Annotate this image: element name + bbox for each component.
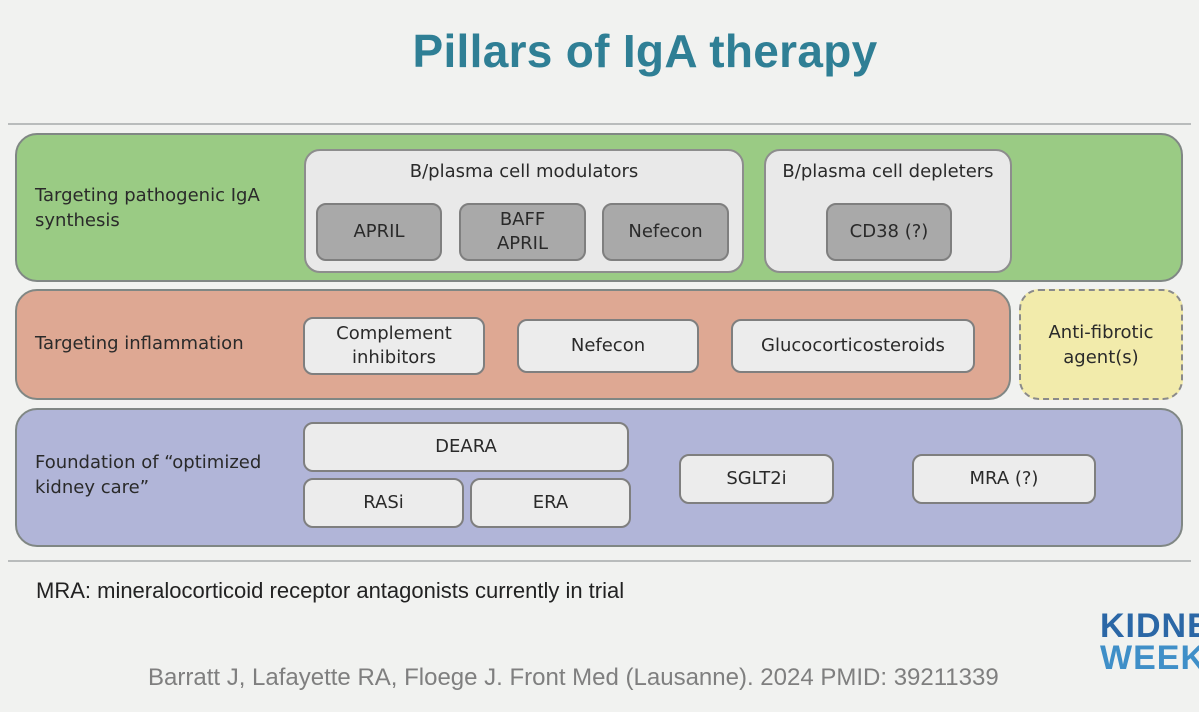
cd38-pill: CD38 (?) (826, 203, 952, 261)
modulators-group: B/plasma cell modulators APRIL BAFF APRI… (304, 149, 744, 273)
top-divider (8, 123, 1191, 125)
bottom-divider (8, 560, 1191, 562)
nefecon-inflammation-pill: Nefecon (517, 319, 699, 373)
synthesis-band: Targeting pathogenic IgA synthesis B/pla… (15, 133, 1183, 282)
nefecon-synthesis-pill: Nefecon (602, 203, 729, 261)
slide-title: Pillars of IgA therapy (412, 25, 878, 77)
foundation-label: Foundation of “optimized kidney care” (35, 452, 262, 498)
rasi-pill: RASi (303, 478, 464, 528)
logo-line1: KIDNE (1100, 607, 1199, 645)
deara-pill: DEARA (303, 422, 629, 472)
citation: Barratt J, Lafayette RA, Floege J. Front… (148, 664, 999, 691)
mra-pill: MRA (?) (912, 454, 1096, 504)
depleters-title: B/plasma cell depleters (782, 161, 994, 182)
inflammation-band: Targeting inflammation Complement inhibi… (15, 289, 1011, 400)
synthesis-label: Targeting pathogenic IgA synthesis (35, 185, 260, 231)
april-pill: APRIL (316, 203, 442, 261)
sglt2i-pill: SGLT2i (679, 454, 834, 504)
glucocorticosteroids-pill: Glucocorticosteroids (731, 319, 975, 373)
kidney-week-logo: KIDNE WEEK (1100, 607, 1199, 677)
logo-line2: WEEK (1100, 639, 1199, 677)
complement-inhibitors-pill: Complement inhibitors (303, 317, 485, 375)
era-pill: ERA (470, 478, 631, 528)
foundation-band: Foundation of “optimized kidney care” DE… (15, 408, 1183, 547)
footnote: MRA: mineralocorticoid receptor antagoni… (36, 578, 625, 603)
depleters-group: B/plasma cell depleters CD38 (?) (764, 149, 1012, 273)
baff-april-pill: BAFF APRIL (459, 203, 586, 261)
modulators-title: B/plasma cell modulators (409, 161, 639, 182)
antifibrotic-box: Anti-fibrotic agent(s) (1019, 289, 1183, 400)
inflammation-label: Targeting inflammation (35, 333, 244, 354)
